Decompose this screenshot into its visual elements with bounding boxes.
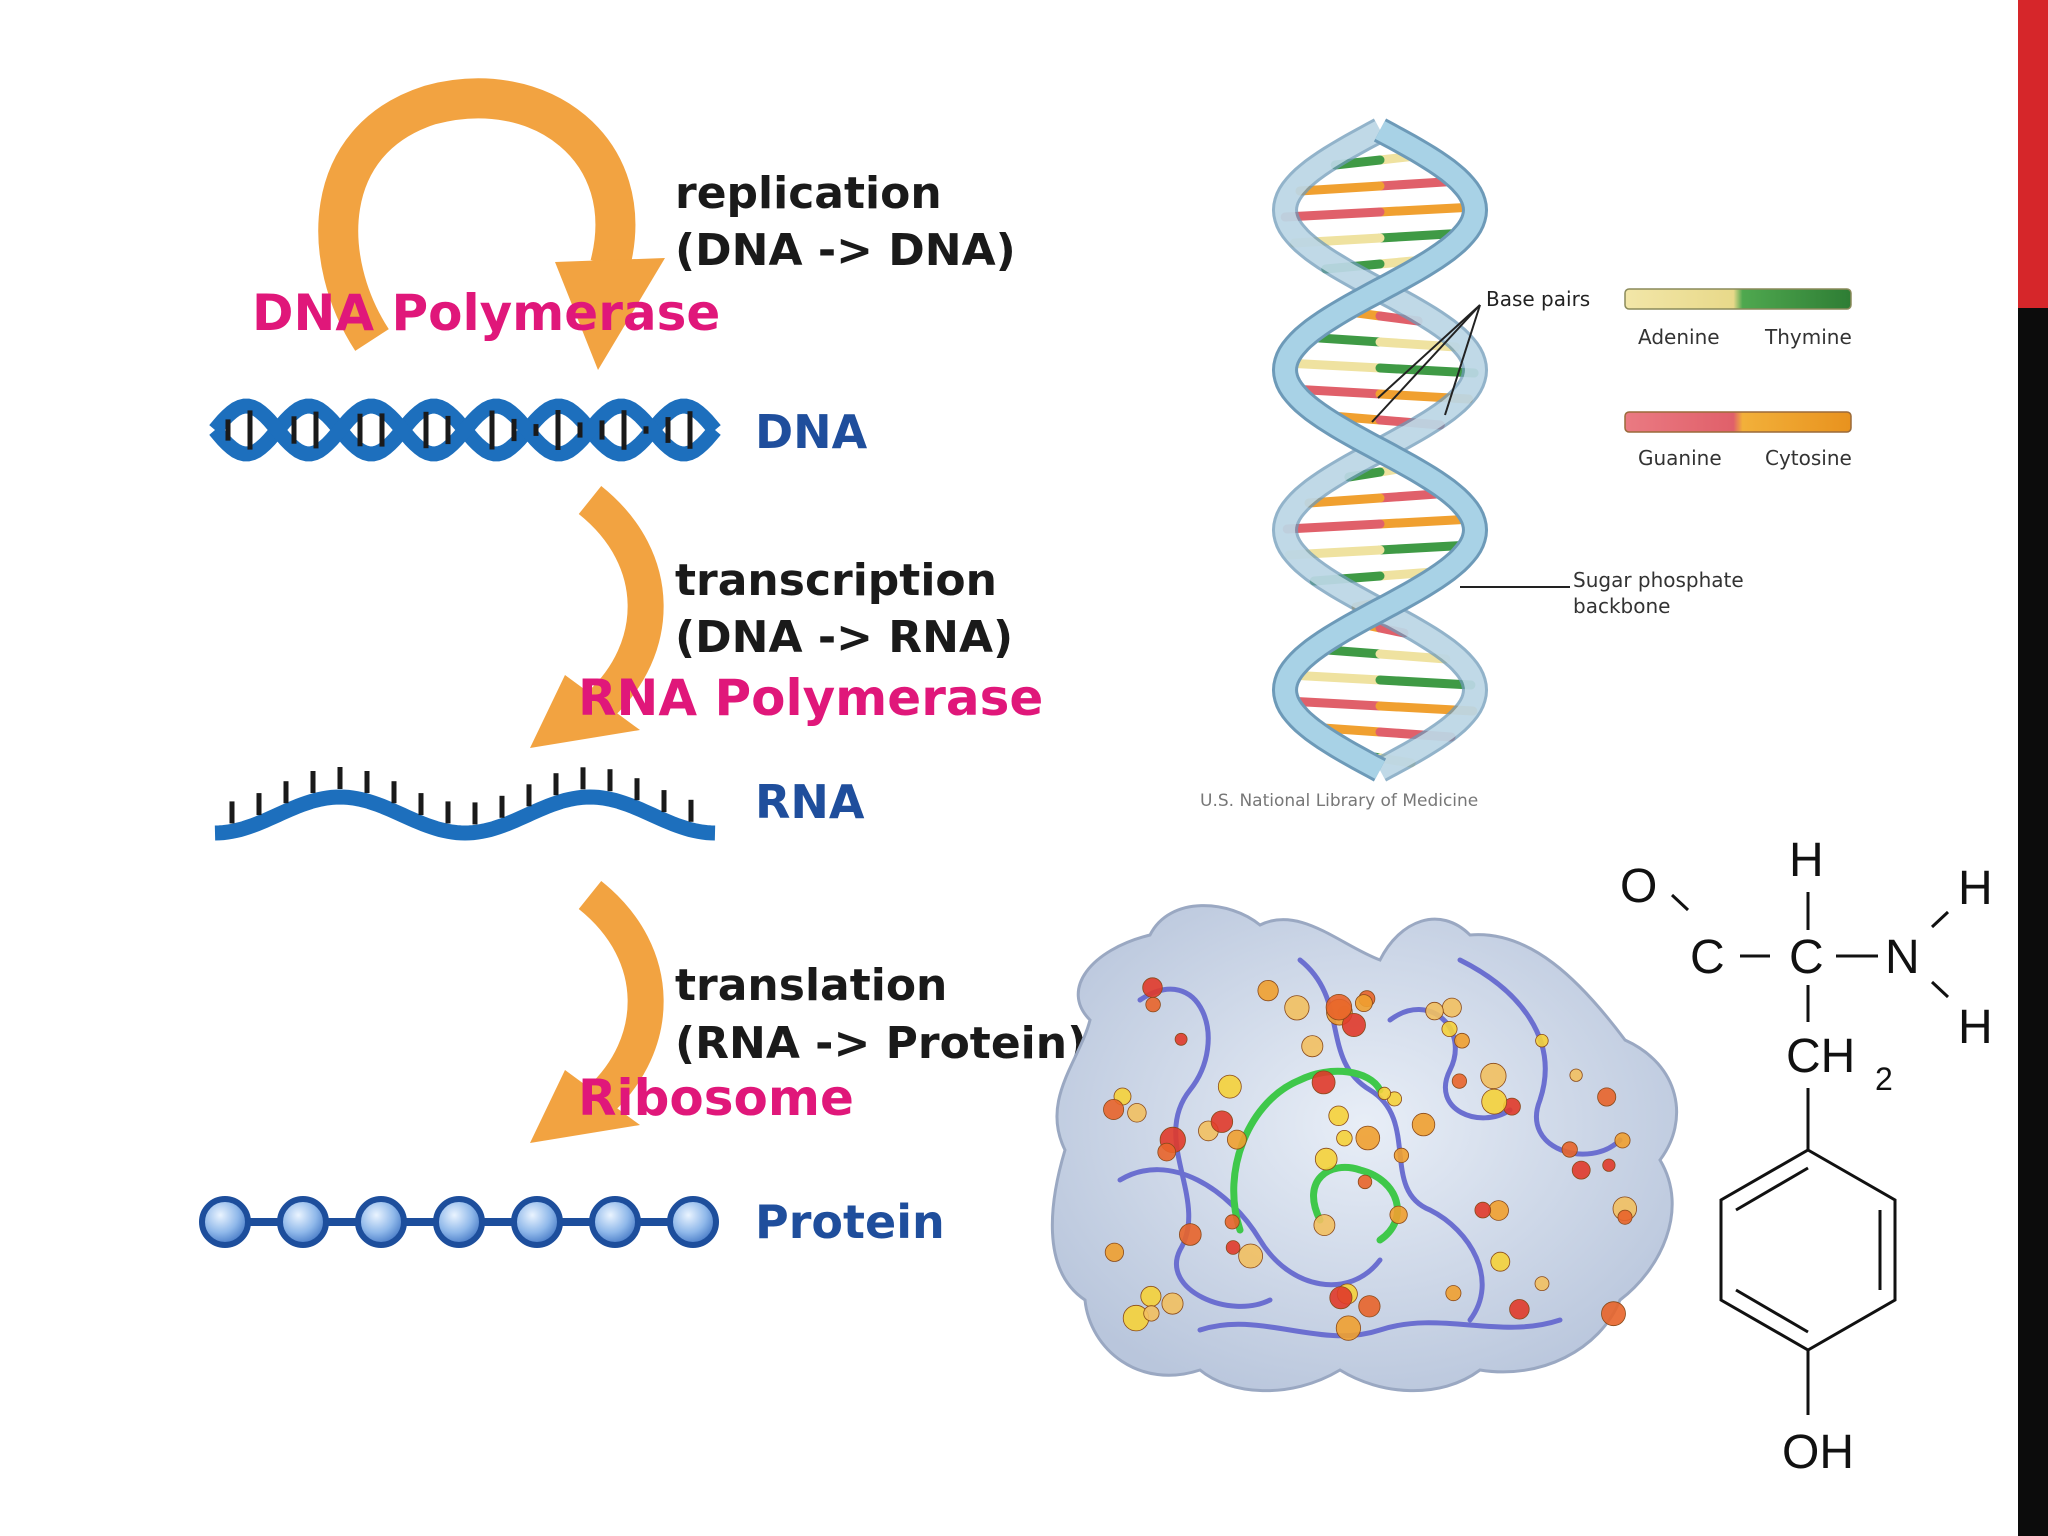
replication-label: replication <box>675 168 942 219</box>
translation-label: translation <box>675 960 947 1011</box>
transcription-detail: (DNA -> RNA) <box>675 612 1013 663</box>
hydrogen-right-top: H <box>1958 862 1993 915</box>
translation-arrow-icon <box>530 880 664 1143</box>
accent-bar-red <box>2018 0 2048 308</box>
backbone-label-line2: backbone <box>1573 594 1670 618</box>
accent-bar-black <box>2018 308 2048 1536</box>
dna-strand-icon <box>209 398 721 462</box>
replication-detail: (DNA -> DNA) <box>675 225 1016 276</box>
protein-label: Protein <box>755 1195 945 1249</box>
nitrogen-atom: N <box>1885 931 1920 984</box>
rna-polymerase-label: RNA Polymerase <box>578 669 1043 727</box>
protein-chain-icon <box>199 1196 719 1248</box>
ribosome-label: Ribosome <box>578 1069 854 1127</box>
replication-arrow-icon <box>318 78 665 370</box>
hydroxyl-group: OH <box>1782 1426 1854 1479</box>
methylene-subscript: 2 <box>1875 1061 1893 1097</box>
carbon-alpha: C <box>1789 931 1824 984</box>
rna-label: RNA <box>755 775 865 829</box>
central-dogma-diagram: replication (DNA -> DNA) DNA Polymerase … <box>199 78 1087 1249</box>
dna-helix-diagram: Base pairs Adenine Thymine Guanine Cytos… <box>1200 118 1852 811</box>
translation-detail: (RNA -> Protein) <box>675 1018 1087 1069</box>
transcription-label: transcription <box>675 555 997 606</box>
rna-strand-icon <box>214 767 716 841</box>
image-credit: U.S. National Library of Medicine <box>1200 791 1478 811</box>
hydrogen-top: H <box>1789 834 1824 887</box>
tyrosine-structure <box>1670 892 1950 1415</box>
adenine-label: Adenine <box>1638 325 1720 349</box>
dna-polymerase-label: DNA Polymerase <box>252 284 720 342</box>
methylene-group: CH <box>1786 1030 1855 1083</box>
backbone-label-line1: Sugar phosphate <box>1573 568 1744 592</box>
guanine-cytosine-bar <box>1624 411 1852 433</box>
oxygen-atom: O <box>1620 860 1657 913</box>
hydrogen-right-bottom: H <box>1958 1001 1993 1054</box>
cytosine-label: Cytosine <box>1765 446 1852 470</box>
adenine-thymine-bar <box>1624 288 1852 310</box>
base-pairs-pointer <box>1371 304 1481 423</box>
dna-label: DNA <box>755 405 868 459</box>
guanine-label: Guanine <box>1638 446 1722 470</box>
transcription-arrow-icon <box>530 485 664 748</box>
protein-structure-image <box>1050 904 1679 1393</box>
carbon-carbonyl: C <box>1690 931 1725 984</box>
base-pairs-label: Base pairs <box>1486 287 1590 311</box>
thymine-label: Thymine <box>1764 325 1852 349</box>
